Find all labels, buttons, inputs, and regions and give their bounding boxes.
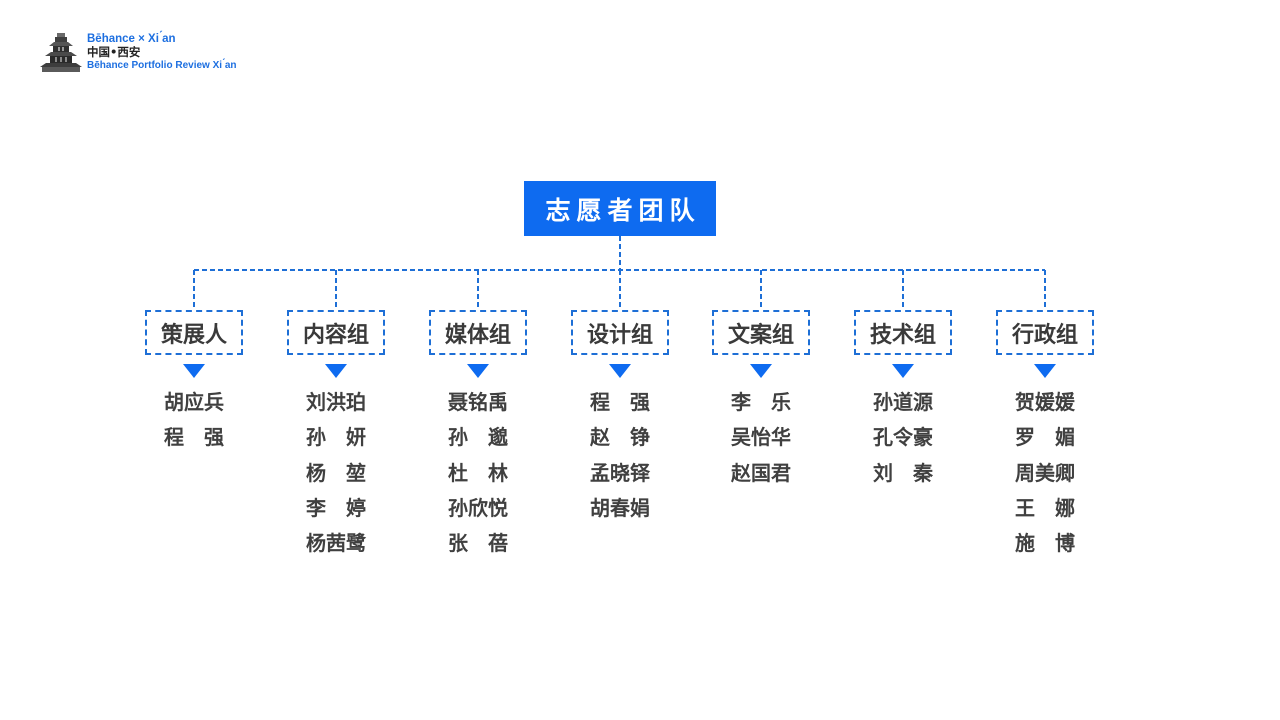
member-name: 孔令豪 bbox=[873, 425, 933, 450]
group-label: 策展人 bbox=[160, 322, 227, 348]
group-box: 技术组 bbox=[854, 310, 952, 355]
logo-title: Bēhance × Xi ́an bbox=[87, 33, 176, 45]
member-name: 孙道源 bbox=[873, 390, 933, 414]
member-name: 刘洪珀 bbox=[306, 390, 366, 414]
group-box: 设计组 bbox=[571, 310, 669, 355]
member-list: 贺媛媛 罗 媚 周美卿 王 娜 施 博 bbox=[975, 386, 1115, 562]
group-box: 内容组 bbox=[287, 310, 385, 355]
down-arrow-icon bbox=[750, 364, 772, 378]
member-name: 杨茜鹭 bbox=[306, 531, 366, 556]
member-name: 贺媛媛 bbox=[1015, 390, 1075, 414]
member-name: 杜 林 bbox=[448, 460, 508, 485]
member-name: 杨 堃 bbox=[306, 460, 366, 485]
member-list: 刘洪珀 孙 妍 杨 堃 李 婷 杨茜鹭 bbox=[266, 386, 406, 562]
logo-subtitle: Bēhance Portfolio Review Xi ́an bbox=[87, 60, 237, 71]
member-name: 赵 铮 bbox=[590, 425, 650, 450]
root-label: 志愿者团队 bbox=[545, 195, 701, 225]
member-list: 孙道源 孔令豪 刘 秦 bbox=[833, 386, 973, 492]
logo-text: Bēhance × Xi ́an 中国•西安 Bēhance Portfolio… bbox=[87, 33, 236, 72]
logo-city: 中国•西安 bbox=[87, 45, 141, 59]
member-name: 孙 邈 bbox=[448, 425, 508, 450]
down-arrow-icon bbox=[183, 364, 205, 378]
member-name: 胡春娟 bbox=[590, 495, 650, 520]
root-node: 志愿者团队 bbox=[524, 181, 716, 236]
group-label: 内容组 bbox=[302, 322, 369, 348]
member-name: 王 娜 bbox=[1015, 495, 1075, 520]
member-name: 李 乐 bbox=[731, 390, 791, 414]
member-name: 吴怡华 bbox=[731, 425, 791, 450]
member-name: 罗 媚 bbox=[1015, 425, 1075, 450]
behance-logo: Bēhance × Xi ́an 中国•西安 Bēhance Portfolio… bbox=[38, 32, 278, 76]
group-label: 文案组 bbox=[727, 322, 794, 348]
group-label: 技术组 bbox=[869, 322, 936, 348]
group-label: 设计组 bbox=[586, 322, 653, 348]
member-name: 李 婷 bbox=[306, 495, 366, 520]
down-arrow-icon bbox=[609, 364, 631, 378]
member-list: 聂铭禹 孙 邈 杜 林 孙欣悦 张 蓓 bbox=[408, 386, 548, 562]
member-name: 张 蓓 bbox=[448, 531, 508, 556]
down-arrow-icon bbox=[467, 364, 489, 378]
member-name: 聂铭禹 bbox=[448, 390, 508, 414]
down-arrow-icon bbox=[325, 364, 347, 378]
group-box: 行政组 bbox=[996, 310, 1094, 355]
member-name: 程 强 bbox=[164, 425, 224, 450]
member-name: 孙 妍 bbox=[306, 425, 366, 450]
member-name: 孟晓铎 bbox=[590, 460, 650, 485]
group-box: 文案组 bbox=[712, 310, 810, 355]
member-name: 孙欣悦 bbox=[448, 495, 508, 520]
member-name: 周美卿 bbox=[1015, 460, 1075, 485]
group-box: 媒体组 bbox=[429, 310, 527, 355]
member-name: 刘 秦 bbox=[873, 460, 933, 485]
bell-tower-icon bbox=[40, 33, 82, 72]
member-name: 程 强 bbox=[590, 390, 650, 414]
down-arrow-icon bbox=[892, 364, 914, 378]
member-name: 胡应兵 bbox=[164, 390, 224, 414]
member-name: 赵国君 bbox=[731, 460, 791, 485]
member-list: 程 强 赵 铮 孟晓铎 胡春娟 bbox=[550, 386, 690, 527]
member-list: 胡应兵 程 强 bbox=[124, 386, 264, 457]
group-label: 媒体组 bbox=[444, 322, 511, 348]
group-box: 策展人 bbox=[145, 310, 243, 355]
member-name: 施 博 bbox=[1015, 531, 1075, 556]
group-label: 行政组 bbox=[1011, 322, 1078, 348]
down-arrow-icon bbox=[1034, 364, 1056, 378]
member-list: 李 乐 吴怡华 赵国君 bbox=[691, 386, 831, 492]
